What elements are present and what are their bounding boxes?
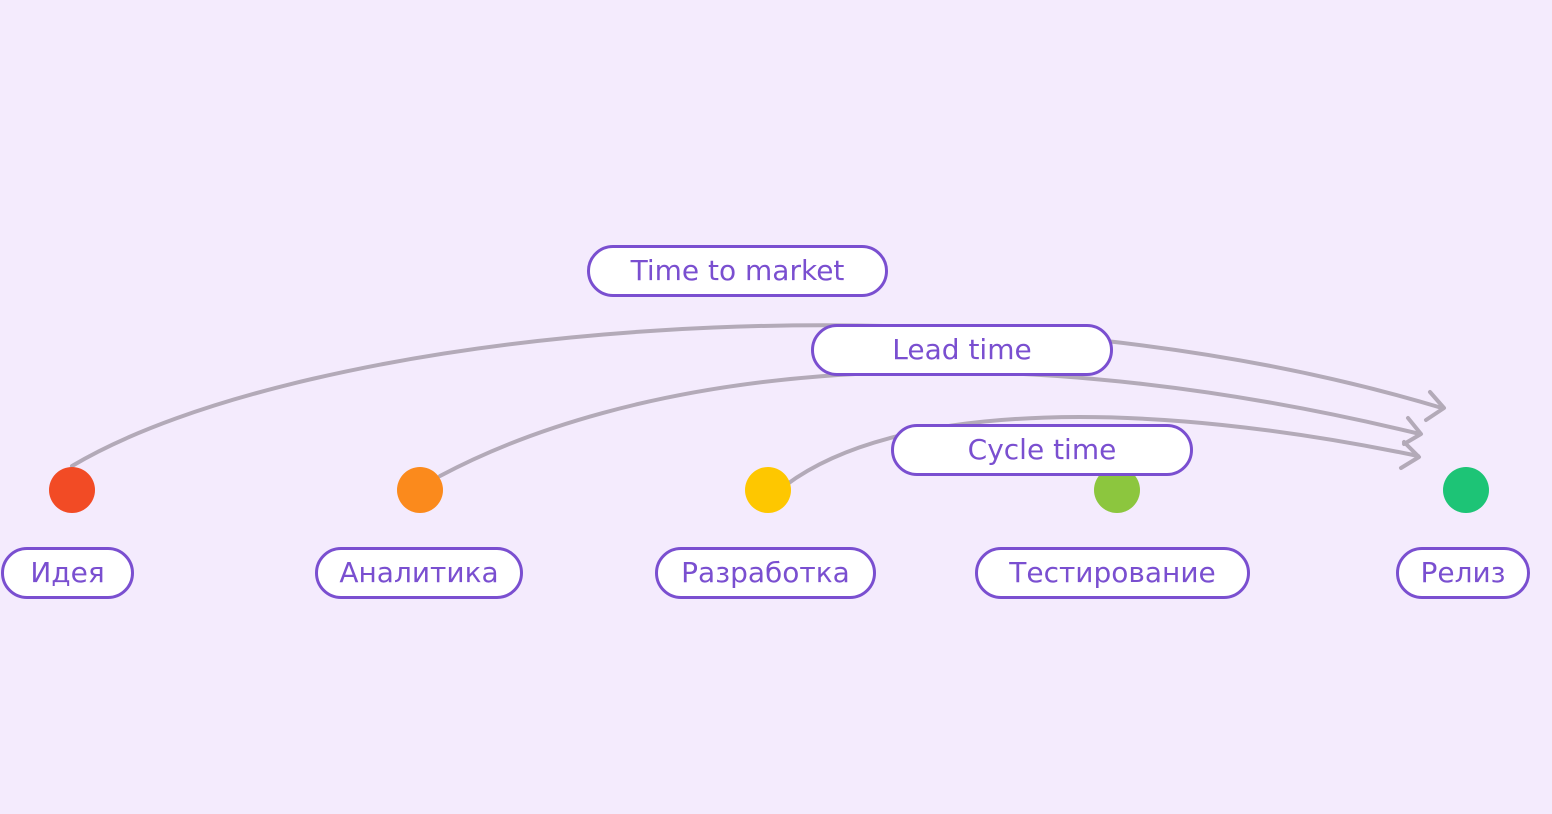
stage-dot-development: [745, 467, 791, 513]
stage-label-text: Тестирование: [1009, 556, 1216, 589]
stage-dot-testing: [1094, 467, 1140, 513]
metric-label-text: Cycle time: [967, 433, 1117, 466]
stage-label-text: Аналитика: [339, 556, 499, 589]
cycle-time-arrow: [784, 415, 1420, 487]
stage-label-text: Идея: [30, 556, 105, 589]
stage-dot-analytics: [397, 467, 443, 513]
stage-label-development: Разработка: [655, 547, 876, 599]
metric-label-time-to-market: Time to market: [587, 245, 888, 297]
stage-label-idea: Идея: [1, 547, 134, 599]
time-to-market-arrowhead: [1424, 390, 1446, 422]
lead-time-arrow: [438, 369, 1422, 478]
metric-label-text: Time to market: [630, 254, 845, 287]
stage-label-release: Релиз: [1396, 547, 1530, 599]
stage-label-analytics: Аналитика: [315, 547, 523, 599]
metric-label-text: Lead time: [892, 333, 1032, 366]
time-to-market-arrow: [70, 323, 1444, 468]
lead-time-arrowhead: [1402, 416, 1423, 446]
stage-dot-idea: [49, 467, 95, 513]
stage-label-text: Разработка: [681, 556, 850, 589]
metric-label-lead-time: Lead time: [811, 324, 1113, 376]
cycle-time-arrowhead: [1399, 440, 1421, 470]
stage-dot-release: [1443, 467, 1489, 513]
stage-label-text: Релиз: [1420, 556, 1506, 589]
stage-label-testing: Тестирование: [975, 547, 1250, 599]
metric-label-cycle-time: Cycle time: [891, 424, 1193, 476]
